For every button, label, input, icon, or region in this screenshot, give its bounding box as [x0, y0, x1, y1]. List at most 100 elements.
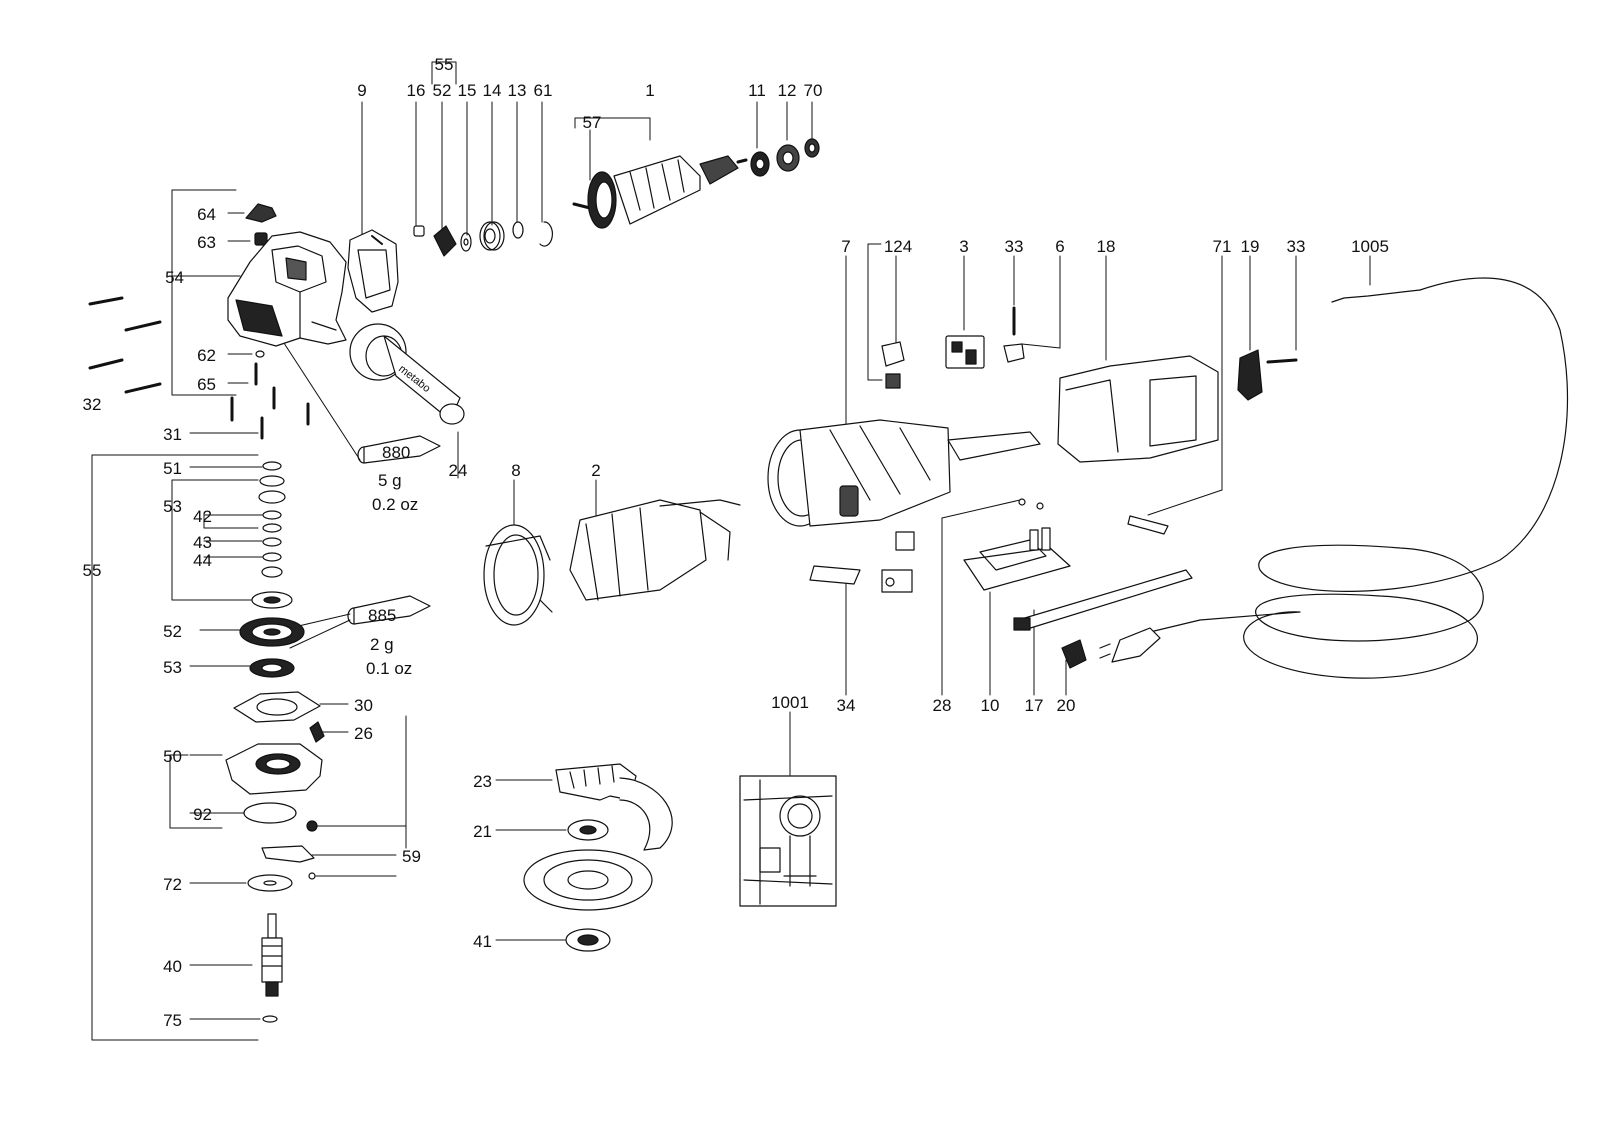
label-part-59: 59	[402, 847, 421, 866]
label-part-124: 124	[883, 237, 913, 256]
label-part-32: 32	[82, 395, 102, 414]
label-part-1005: 1005	[1351, 237, 1389, 256]
part-15-washer	[460, 232, 472, 252]
grease-tube-885	[347, 595, 431, 625]
label-part-11: 11	[748, 81, 766, 100]
part-14-bearing	[479, 221, 505, 251]
part-52-pinion	[433, 225, 457, 257]
part-33-screw	[1012, 306, 1298, 364]
part-32-screws	[88, 296, 162, 394]
label-part-42: 42	[193, 507, 212, 526]
label-part-2: 2	[591, 461, 601, 480]
grease-tube-880	[357, 435, 441, 464]
part-72-washer	[247, 874, 293, 892]
part-53-bearing-upper	[251, 591, 293, 609]
label-part-20: 20	[1056, 696, 1076, 715]
label-part-8: 8	[511, 461, 521, 480]
part-18-rear-housing	[1057, 355, 1219, 463]
part-40-spindle	[261, 913, 283, 997]
grease-amount-5g: 5 g	[378, 471, 402, 490]
grease-amount-0-2oz: 0.2 oz	[372, 495, 419, 514]
label-part-23: 23	[473, 772, 492, 791]
label-part-16: 16	[406, 81, 426, 100]
part-62-washer	[255, 350, 265, 358]
part-13-washer	[512, 221, 524, 239]
label-part-41: 41	[473, 932, 492, 951]
label-part-72: 72	[163, 875, 182, 894]
label-part-64: 64	[197, 205, 216, 224]
label-part-53-lower: 53	[163, 658, 182, 677]
label-part-7: 7	[841, 237, 851, 256]
part-23-guard	[555, 763, 673, 851]
part-9-cover	[347, 229, 399, 313]
label-part-54: 54	[165, 268, 184, 287]
label-part-51: 51	[163, 459, 182, 478]
label-part-6: 6	[1055, 237, 1065, 256]
part-41-nut	[565, 928, 611, 952]
label-part-14: 14	[482, 81, 502, 100]
part-8-flange	[483, 524, 553, 626]
label-part-1001: 1001	[771, 693, 809, 712]
part-17-slider	[1013, 569, 1193, 631]
label-part-19: 19	[1240, 237, 1260, 256]
label-part-3: 3	[959, 237, 969, 256]
part-59-lock	[261, 820, 318, 880]
label-part-10: 10	[980, 696, 1000, 715]
part-2-field-coil	[569, 499, 741, 601]
label-part-24: 24	[448, 461, 468, 480]
part-3-switch	[945, 335, 985, 369]
grease-amount-0-1oz: 0.1 oz	[366, 659, 413, 678]
label-part-34: 34	[836, 696, 856, 715]
inset-1001-wiring	[739, 775, 837, 907]
label-part-55-left: 55	[82, 561, 102, 580]
label-part-1: 1	[645, 81, 655, 100]
part-54-gear-housing	[227, 231, 347, 347]
part-71-clip	[1127, 515, 1169, 535]
label-part-33-b: 33	[1286, 237, 1306, 256]
part-1005-power-cord	[1099, 277, 1569, 679]
grease-code-880: 880	[382, 443, 411, 462]
part-92-o-ring	[243, 802, 297, 824]
part-20-button	[1061, 639, 1087, 669]
label-part-61: 61	[533, 81, 553, 100]
part-26-spring	[309, 721, 325, 743]
label-part-75: 75	[163, 1011, 182, 1030]
leader-lines	[91, 61, 1371, 1041]
label-part-40: 40	[163, 957, 182, 976]
part-61-circlip	[539, 221, 554, 247]
grinding-disc	[523, 849, 653, 911]
part-75-ring	[262, 1015, 278, 1023]
part-64-cap	[245, 203, 277, 223]
part-24-handle: metabo	[349, 323, 465, 425]
part-50-bearing-flange	[225, 743, 323, 795]
part-21-flange	[567, 819, 609, 841]
label-part-33-a: 33	[1004, 237, 1024, 256]
part-28-screws	[1018, 498, 1044, 510]
part-12-holder	[776, 144, 800, 172]
grease-code-885: 885	[368, 606, 397, 625]
label-part-13: 13	[507, 81, 527, 100]
label-part-31: 31	[163, 425, 182, 444]
label-part-57: 57	[582, 113, 602, 132]
part-1-armature	[572, 155, 748, 229]
part-52-crown-gear	[239, 617, 305, 647]
label-part-92: 92	[193, 805, 212, 824]
label-part-63: 63	[197, 233, 216, 252]
part-16-nut	[413, 225, 425, 237]
label-part-12: 12	[777, 81, 797, 100]
label-part-50: 50	[163, 747, 182, 766]
part-sensor-block	[881, 531, 915, 593]
label-part-18: 18	[1096, 237, 1116, 256]
label-part-44: 44	[193, 551, 212, 570]
label-part-26: 26	[354, 724, 373, 743]
part-7-motor-housing	[767, 419, 1041, 527]
part-34-label	[809, 565, 861, 585]
label-part-55-top: 55	[434, 55, 454, 74]
label-part-65: 65	[197, 375, 216, 394]
part-30-gasket	[233, 691, 321, 723]
label-part-21: 21	[473, 822, 492, 841]
part-31-screws	[230, 386, 310, 440]
label-part-62: 62	[197, 346, 216, 365]
label-part-15: 15	[457, 81, 477, 100]
